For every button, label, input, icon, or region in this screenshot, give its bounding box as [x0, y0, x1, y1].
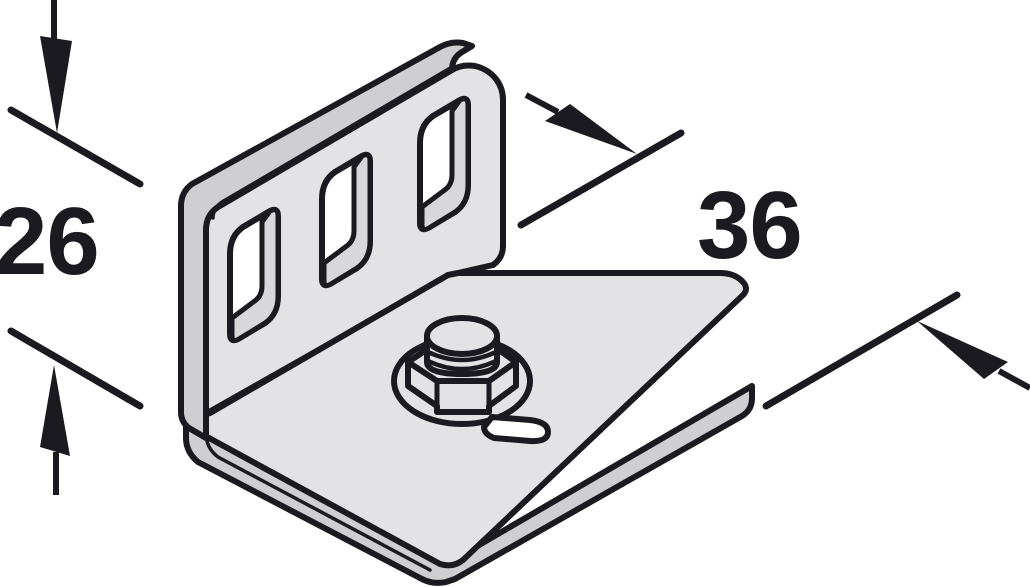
dim-left-upper-leader	[7, 106, 144, 188]
dim-left-lower-leader	[7, 327, 144, 410]
thread-line-2	[425, 358, 499, 372]
slot-2-inner-wall	[321, 152, 373, 288]
slot-1-inner-wall	[229, 207, 281, 343]
dim-left-upper-arrowhead	[40, 36, 72, 133]
dim-right-upper-arrowhead	[545, 104, 637, 154]
thread-line-1	[425, 349, 499, 363]
dim-left-lower-arrowhead	[40, 365, 70, 456]
bracket-part	[178, 39, 755, 586]
dim-right-upper-shaft	[524, 92, 560, 115]
dim-right-upper-leader	[517, 129, 685, 229]
dimension-left-26	[7, 0, 144, 495]
hex-nut-assembly	[391, 315, 551, 445]
dimension-label-36: 36	[697, 172, 803, 279]
slot-hole-2	[319, 151, 373, 289]
dimension-right-36	[517, 92, 1030, 410]
base-inner-corner-line	[204, 431, 432, 572]
bend-crease-line	[205, 273, 451, 414]
dim-right-lower-leader	[762, 291, 961, 410]
dim-right-lower-shaft	[997, 368, 1030, 391]
dim-right-lower-arrowhead	[917, 321, 1008, 379]
slot-3-inner-wall	[419, 96, 471, 232]
slot-tab	[481, 414, 551, 445]
dimension-label-26: 26	[0, 188, 100, 295]
slot-hole-1	[227, 206, 281, 344]
flange-top-inner-crease	[211, 65, 454, 220]
threaded-stud-top	[424, 315, 500, 357]
slot-hole-3	[417, 95, 471, 233]
